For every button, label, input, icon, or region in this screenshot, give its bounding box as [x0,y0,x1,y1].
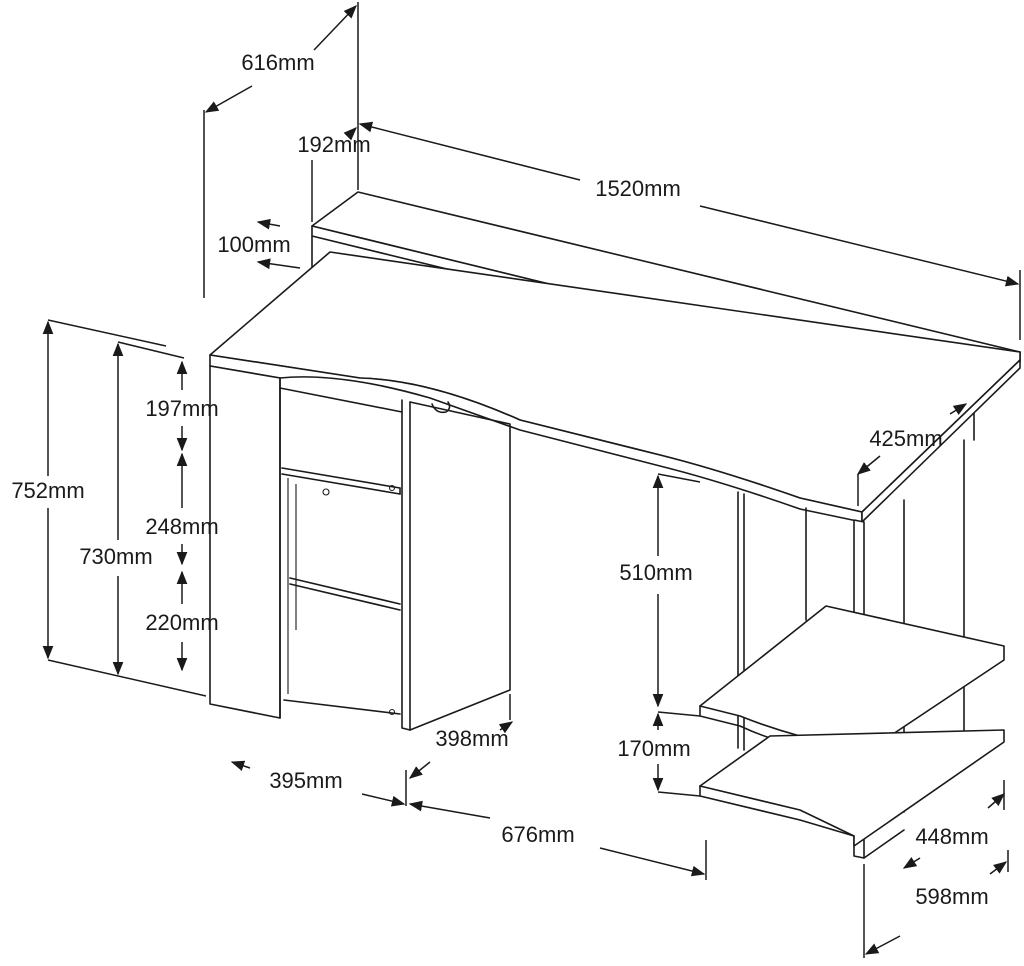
extension-line [657,711,701,717]
dim-arrow-616b [313,5,357,51]
label-right-overall-depth: 598mm [915,884,988,909]
desk-body [209,191,1021,859]
label-cabinet-low-gap: 220mm [145,610,218,635]
label-cabinet-top-gap: 197mm [145,396,218,421]
label-overall-height: 752mm [11,478,84,503]
dim-arrow-425a [856,455,881,475]
side-shelves [699,605,1005,847]
cabinet [279,377,511,731]
label-cabinet-width: 395mm [269,768,342,793]
dim-arrow-100a [256,218,281,230]
dimension-labels: 616mm 192mm 1520mm 100mm 752mm 730mm 197… [11,50,988,909]
dim-arrow-100b [256,258,301,270]
dim-arrow-395a [230,760,251,771]
dimension-lines [42,2,1021,958]
label-cabinet-mid-gap: 248mm [145,514,218,539]
label-side-shelf-depth: 448mm [915,824,988,849]
label-knee-space-width: 676mm [501,822,574,847]
label-shelf-height: 100mm [217,232,290,257]
label-overall-width: 1520mm [595,176,681,201]
dim-arrow-1520a [358,121,581,181]
extension-line [47,319,167,347]
dim-arrow-1520b [699,205,1020,287]
dim-arrow-425b [949,403,968,416]
label-desk-height: 730mm [79,544,152,569]
dim-arrow-395b [361,793,406,807]
label-shelf-depth: 192mm [297,132,370,157]
dim-arrow-676b [599,847,706,877]
dim-arrow-616 [204,85,253,113]
dim-arrow-676a [408,800,491,819]
dim-arrow-448a [902,856,921,869]
label-overall-depth: 616mm [241,50,314,75]
dim-arrow-598a [864,935,901,955]
label-cabinet-depth: 398mm [435,726,508,751]
extension-line [657,473,701,483]
dim-arrow-398a [408,761,431,779]
dim-arrow-398b [498,721,514,734]
dim-arrow-598b [989,861,1008,875]
label-right-lower-gap: 170mm [617,736,690,761]
dim-arrow-448b [987,793,1006,809]
extension-line [47,659,207,697]
dim-arrow-192 [343,127,357,141]
extension-line [117,341,185,359]
label-right-depth: 425mm [869,426,942,451]
extension-line [657,791,701,797]
desktop-surface [209,251,1021,523]
left-side-panel [209,365,281,719]
label-right-clearance: 510mm [619,560,692,585]
